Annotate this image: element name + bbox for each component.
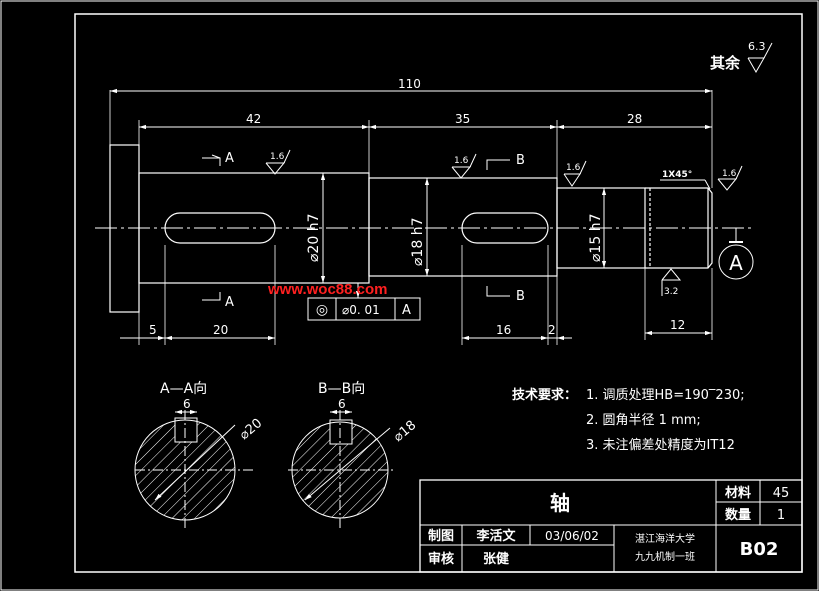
checked-label: 审核: [428, 551, 454, 567]
dimension-diameter-3: ⌀15 h7: [588, 188, 607, 268]
roughness-value-3: 1.6: [566, 163, 581, 173]
dimension-diameter-2: ⌀18 h7: [410, 178, 430, 276]
datum-symbol: A: [718, 228, 754, 280]
section-view-b-title: B—B向: [318, 381, 365, 397]
section-marker-b-bottom: B: [486, 286, 525, 304]
roughness-mark-4: 1.6: [717, 165, 743, 191]
dimension-shoulder-value: 2: [548, 323, 556, 337]
dimension-left-offset-value: 5: [149, 323, 157, 337]
section-b-diameter: ⌀18: [391, 418, 419, 445]
dimension-thread-length-value: 12: [670, 318, 685, 332]
checked-name: 张健: [483, 551, 509, 567]
section-a-diameter: ⌀20: [237, 416, 265, 443]
part-name: 轴: [550, 491, 570, 515]
roughness-mark-1: 1.6: [265, 149, 291, 175]
extension-lines: [109, 90, 713, 345]
dimension-key-a-length-value: 20: [213, 323, 228, 337]
dimension-segment-3: 28: [557, 112, 712, 130]
general-roughness-value: 6.3: [748, 40, 766, 53]
roughness-value-2: 1.6: [454, 156, 469, 166]
tolerance-value: ⌀0. 01: [342, 303, 380, 317]
tolerance-frame: ◎ ⌀0. 01 A: [307, 283, 421, 321]
dimension-segment-2-value: 35: [455, 112, 470, 126]
section-view-a: A—A向 6 ⌀20: [134, 381, 265, 530]
dimension-shoulder: 2: [548, 323, 572, 341]
roughness-value-bore: 3.2: [664, 287, 678, 297]
tech-item-2: 2. 圆角半径 1 mm;: [586, 413, 701, 428]
material-label: 材料: [725, 485, 751, 501]
roughness-mark-bore: 3.2: [661, 268, 682, 297]
dimension-key-b-length-value: 16: [496, 323, 511, 337]
dimension-key-b-length: 16: [462, 323, 548, 341]
dimension-diameter-3-value: ⌀15 h7: [588, 214, 604, 262]
title-block: [419, 479, 803, 573]
tolerance-symbol: ◎: [316, 302, 328, 318]
dimension-left-offset: 5: [120, 323, 165, 341]
drawn-date: 03/06/02: [545, 529, 599, 543]
dimension-diameter-1: ⌀20 h7: [306, 173, 326, 283]
section-marker-b-top-label: B: [516, 153, 525, 168]
keyway-b: [461, 212, 549, 244]
section-marker-b-bottom-label: B: [516, 289, 525, 304]
general-roughness-label: 其余: [710, 54, 741, 72]
roughness-mark-2: 1.6: [451, 153, 477, 179]
key-a-width: 6: [183, 397, 191, 411]
key-b-width: 6: [338, 397, 346, 411]
dimension-key-a-length: 20: [165, 323, 275, 341]
dimension-overall: 110: [110, 77, 712, 94]
technical-requirements: 技术要求： 1. 调质处理HB=190‾230; 2. 圆角半径 1 mm; 3…: [512, 387, 745, 453]
chamfer-value: 1X45°: [662, 170, 692, 180]
section-view-a-title: A—A向: [160, 381, 207, 397]
roughness-value-4: 1.6: [722, 169, 737, 179]
general-roughness-note: 其余 6.3: [710, 40, 773, 74]
drawing-number: B02: [740, 539, 779, 560]
tolerance-datum: A: [402, 303, 411, 318]
section-marker-a-top-label: A: [225, 151, 234, 166]
chamfer-callout: 1X45°: [660, 170, 711, 190]
drawn-label: 制图: [428, 528, 454, 544]
quantity-label: 数量: [725, 507, 751, 523]
section-marker-a-bottom-label: A: [225, 295, 234, 310]
roughness-mark-3: 1.6: [563, 160, 587, 187]
tech-item-1: 1. 调质处理HB=190‾230;: [586, 388, 745, 403]
dimension-thread-length: 12: [645, 318, 712, 336]
dimension-segment-1-value: 42: [246, 112, 261, 126]
school-name: 湛江海洋大学: [635, 532, 695, 545]
section-marker-b-top: B: [486, 153, 525, 170]
watermark: www.woc88.com: [267, 281, 387, 298]
material-value: 45: [773, 486, 790, 501]
dimension-segment-3-value: 28: [627, 112, 642, 126]
dimension-diameter-1-value: ⌀20 h7: [306, 214, 322, 262]
section-marker-a-bottom: A: [202, 292, 234, 310]
dimension-segment-2: 35: [369, 112, 557, 130]
drawn-name: 李活文: [475, 528, 516, 544]
dimension-diameter-2-value: ⌀18 h7: [410, 218, 426, 266]
tech-item-3: 3. 未注偏差处精度为IT12: [586, 437, 735, 453]
shaft-outline: [109, 144, 713, 313]
roughness-value-1: 1.6: [270, 152, 285, 162]
keyway-a: [164, 212, 276, 244]
dimension-overall-value: 110: [398, 77, 421, 91]
datum-label: A: [729, 251, 743, 275]
tech-title: 技术要求：: [512, 387, 577, 403]
section-marker-a-top: A: [202, 151, 234, 166]
section-view-b: B—B向 6 ⌀18: [288, 381, 419, 528]
class-name: 九九机制一班: [635, 550, 695, 563]
dimension-segment-1: 42: [139, 112, 369, 130]
quantity-value: 1: [777, 508, 785, 523]
